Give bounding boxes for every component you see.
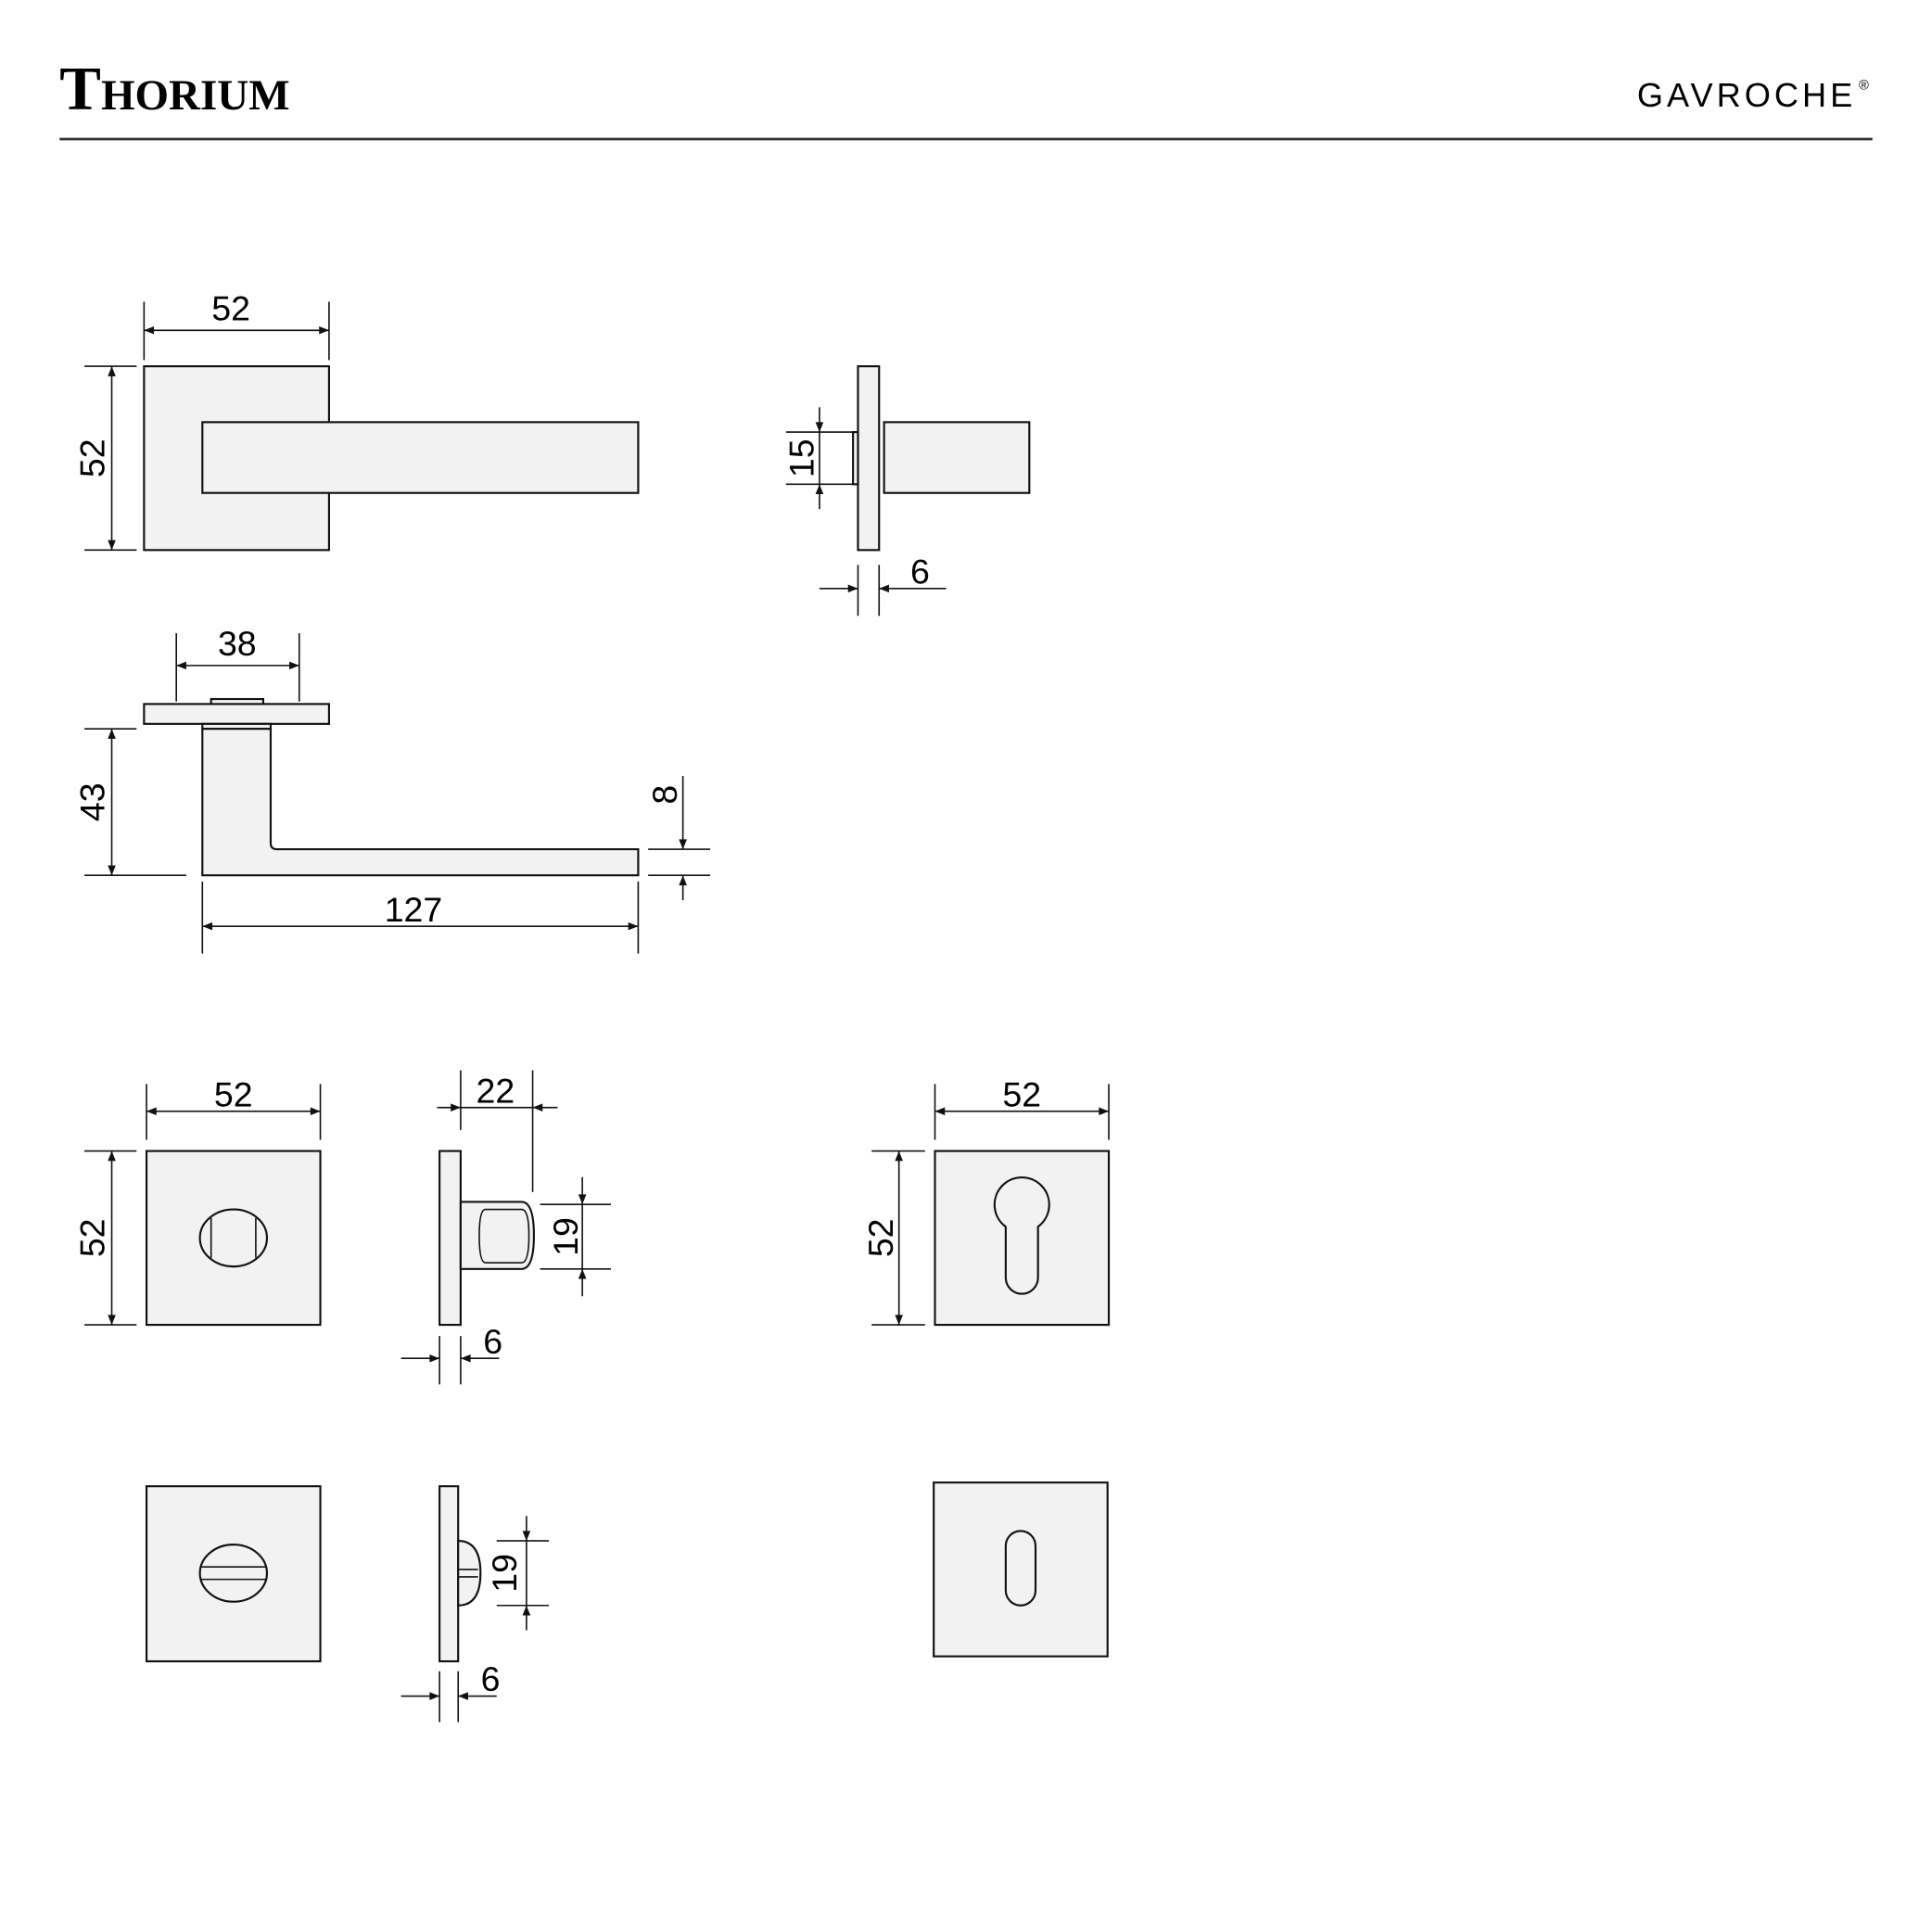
brand-logo: GAVROCHE ® — [1637, 76, 1869, 114]
lever-top-view: 38 43 8 127 — [73, 624, 711, 954]
wc-turn-front-view: 52 52 — [73, 1074, 322, 1327]
dim-release-knob: 19 — [485, 1554, 524, 1593]
dim-wc-projection: 22 — [477, 1071, 515, 1110]
dim-lever-front-width: 52 — [211, 289, 250, 328]
dim-lever-length: 127 — [385, 890, 443, 929]
wc-release-front-view — [145, 1485, 322, 1663]
wc-release-side-view: 19 6 — [400, 1485, 549, 1722]
dim-wc-thickness: 6 — [483, 1322, 502, 1361]
dim-wc-width: 52 — [214, 1074, 253, 1113]
product-title: Thorium — [59, 55, 289, 123]
dim-euro-width: 52 — [1002, 1074, 1041, 1113]
wc-turn-side-view: 22 19 6 — [400, 1070, 611, 1385]
lever-front-view: 52 52 — [73, 289, 640, 552]
dim-lever-thickness: 6 — [910, 552, 930, 591]
dim-wc-knob: 19 — [546, 1217, 585, 1256]
keyhole-rose-view — [933, 1481, 1109, 1658]
brand-name: GAVROCHE — [1637, 76, 1856, 114]
dim-euro-height: 52 — [861, 1218, 900, 1257]
dim-release-thickness: 6 — [481, 1659, 501, 1698]
registered-mark: ® — [1859, 78, 1869, 93]
dim-lever-front-height: 52 — [73, 439, 112, 477]
dim-rose-depth: 38 — [218, 624, 257, 663]
dim-lever-projection: 43 — [73, 782, 112, 821]
dim-wc-height: 52 — [73, 1218, 112, 1257]
dim-lever-spindle: 15 — [782, 439, 820, 477]
dim-lever-thickness-top: 8 — [645, 785, 684, 805]
euro-cylinder-rose-view: 52 52 — [861, 1074, 1111, 1327]
lever-side-view: 15 6 — [782, 365, 1031, 616]
